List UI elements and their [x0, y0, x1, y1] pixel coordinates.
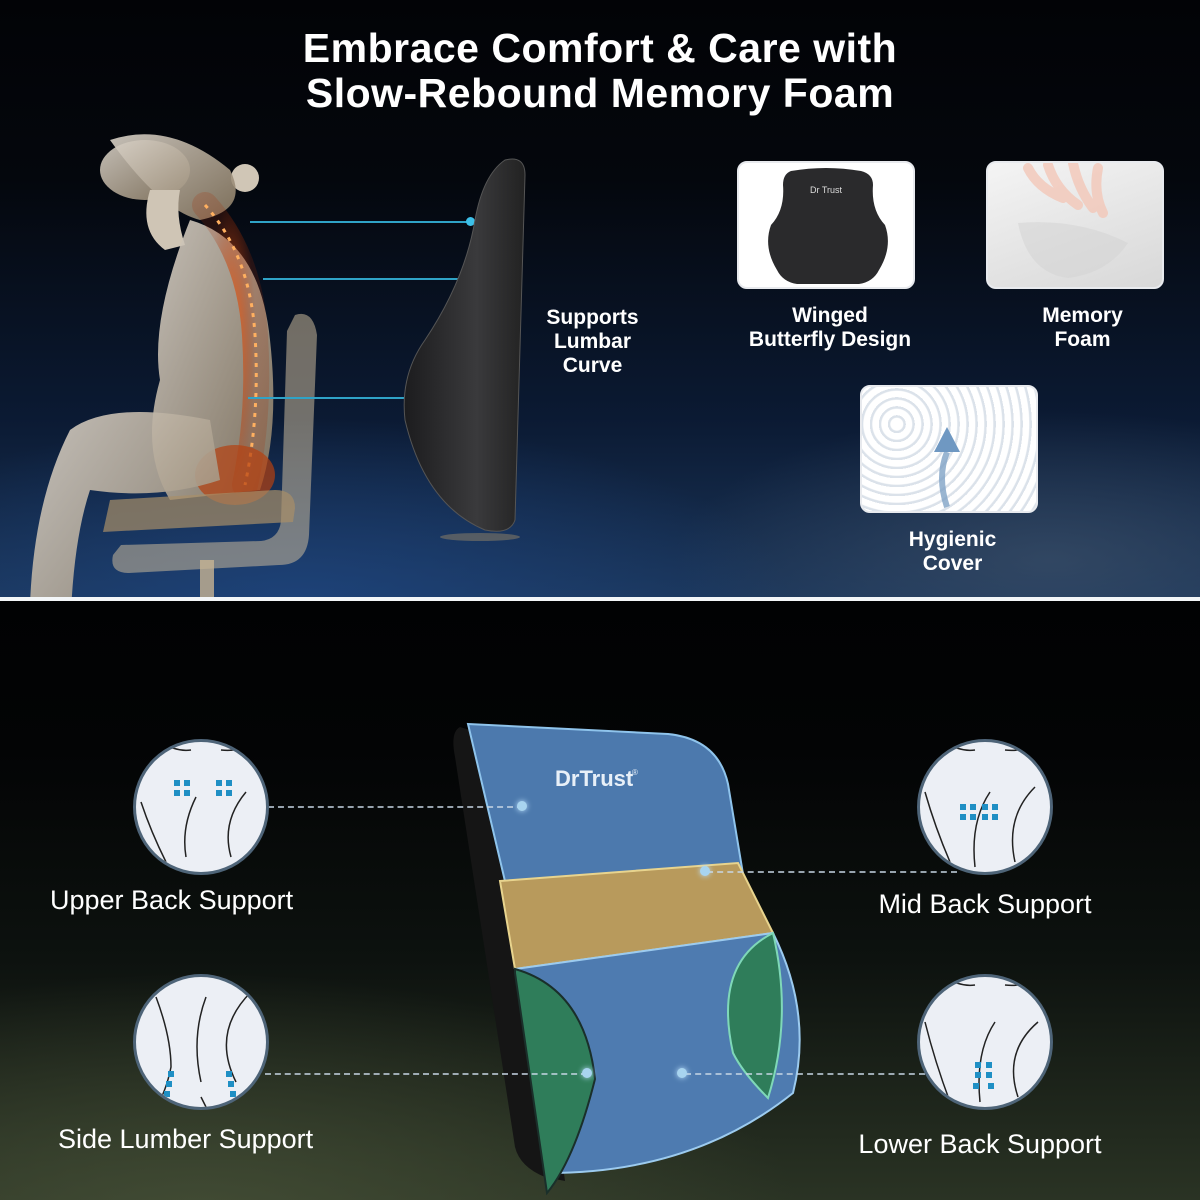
- upper-back-icon: [133, 739, 269, 875]
- winged-label-line-1: Winged: [792, 304, 868, 327]
- connector-line-mid: [263, 278, 463, 280]
- lower-back-connector: [685, 1073, 925, 1075]
- memory-label-line-1: Memory: [1042, 304, 1123, 327]
- lumbar-label-line-1: Supports: [546, 306, 639, 329]
- mid-back-label: Mid Back Support: [878, 889, 1092, 919]
- side-lumbar-icon: [133, 974, 269, 1110]
- lower-back-label: Lower Back Support: [858, 1129, 1102, 1159]
- side-lumbar-connector: [265, 1073, 587, 1075]
- lower-back-icon: [917, 974, 1053, 1110]
- connector-line-lower: [248, 397, 408, 399]
- mid-back-icon: [917, 739, 1053, 875]
- connector-dot-upper: [466, 217, 475, 226]
- section-divider: [0, 597, 1200, 601]
- upper-back-marker: [517, 801, 527, 811]
- handprint-foam-icon: [1018, 163, 1128, 278]
- mid-back-marker: [700, 866, 710, 876]
- lumbar-curve-label: Supports Lumbar Curve: [525, 306, 660, 378]
- page-title: Embrace Comfort & Care with Slow-Rebound…: [0, 26, 1200, 116]
- lumbar-label-line-2: Lumbar: [553, 330, 631, 353]
- hygienic-label-line-2: Cover: [922, 552, 983, 575]
- memory-label-line-2: Foam: [1054, 328, 1111, 351]
- seated-spine-illustration: [30, 134, 317, 598]
- cushion-side-profile: [403, 158, 526, 541]
- title-line-1: Embrace Comfort & Care with: [302, 25, 898, 71]
- winged-design-thumbnail: Dr Trust: [737, 161, 915, 289]
- hygienic-cover-label: Hygienic Cover: [870, 528, 1035, 576]
- bottom-panel: DrTrust ® Upper Back Support Mid Back Su…: [0, 601, 1200, 1200]
- upper-back-connector: [268, 806, 523, 808]
- lumbar-label-line-3: Curve: [562, 354, 623, 377]
- side-lumbar-marker: [582, 1068, 592, 1078]
- hygienic-label-line-1: Hygienic: [908, 528, 997, 551]
- upper-back-label: Upper Back Support: [50, 885, 294, 915]
- connector-line-upper: [250, 221, 470, 223]
- cushion-zones-diagram: DrTrust ®: [453, 722, 801, 1196]
- winged-cushion-icon: Dr Trust: [768, 168, 888, 284]
- lower-back-marker: [677, 1068, 687, 1078]
- top-panel: Embrace Comfort & Care with Slow-Rebound…: [0, 0, 1200, 598]
- mid-back-connector: [707, 871, 957, 873]
- winged-label-line-2: Butterfly Design: [748, 328, 912, 351]
- svg-text:Dr Trust: Dr Trust: [810, 185, 843, 195]
- airflow-arrow-icon: [934, 427, 960, 508]
- winged-design-label: Winged Butterfly Design: [730, 304, 930, 352]
- memory-foam-thumbnail: [986, 161, 1164, 289]
- hygienic-cover-thumbnail: [860, 385, 1038, 513]
- svg-text:®: ®: [632, 768, 638, 777]
- title-line-2: Slow-Rebound Memory Foam: [305, 70, 895, 116]
- brand-logo: DrTrust: [555, 766, 634, 791]
- memory-foam-label: Memory Foam: [1000, 304, 1165, 352]
- side-lumbar-label: Side Lumber Support: [58, 1124, 314, 1154]
